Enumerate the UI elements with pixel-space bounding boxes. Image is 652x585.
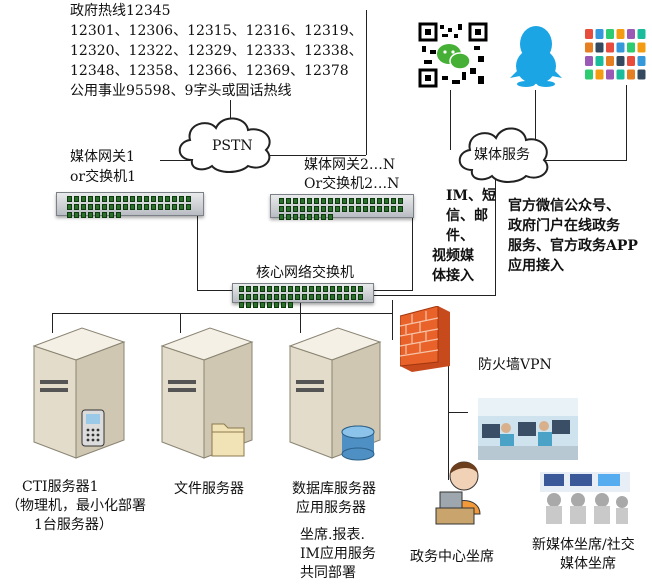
new-media-seat-label-2: 媒体坐席 — [560, 556, 616, 572]
im-access-line-2: 信、邮 — [446, 208, 488, 224]
db-note-1: 坐席.报表. — [300, 527, 365, 543]
hotline-line-3: 12320、12322、12329、12333、12338、 — [70, 43, 363, 59]
app-tile — [595, 29, 604, 39]
app-tile — [637, 42, 646, 53]
app-tile — [616, 69, 625, 80]
app-grid-icon — [585, 29, 646, 80]
app-tile — [585, 56, 593, 66]
gateway1-device — [56, 192, 204, 218]
gov-agent-icon — [435, 461, 481, 525]
db-server-label-2: 应用服务器 — [296, 500, 366, 516]
line-hotline-right — [366, 10, 367, 155]
im-access-line-4: 视频媒 — [432, 248, 474, 264]
line-apps-h — [545, 160, 627, 161]
cti-server-icon — [32, 327, 126, 459]
line-gw2-down — [412, 215, 413, 290]
cti-server-label-1: CTI服务器1 — [22, 479, 99, 495]
line-bus-file — [180, 313, 181, 333]
core-switch-device — [232, 283, 374, 308]
app-tile — [616, 56, 625, 66]
db-note-3: 共同部署 — [300, 565, 356, 581]
line-bus-db — [300, 313, 301, 333]
official-access-line-4: 应用接入 — [508, 258, 564, 274]
line-gw1-h — [197, 290, 233, 291]
app-tile — [585, 29, 593, 39]
gateway2-device — [270, 194, 414, 220]
line-server-bus — [52, 313, 392, 314]
pstn-label: PSTN — [212, 138, 253, 154]
line-qr-down — [450, 90, 451, 150]
im-access-line-5: 体接入 — [432, 268, 474, 284]
gateway2-label-2: Or交换机2…N — [304, 176, 400, 192]
file-server-icon — [160, 327, 254, 459]
app-tile — [627, 42, 635, 53]
app-tile — [637, 69, 646, 80]
new-media-seat-label-1: 新媒体坐席/社交 — [532, 537, 635, 553]
cti-server-label-2: （物理机，最小化部署 — [6, 498, 146, 514]
app-tile — [616, 42, 625, 53]
app-tile — [595, 69, 604, 80]
app-tile — [595, 42, 604, 53]
im-access-line-1: IM、短 — [446, 188, 497, 204]
app-tile — [606, 69, 614, 80]
app-tile — [585, 42, 593, 53]
line-pstn-to-gw1 — [160, 160, 190, 161]
official-access-line-2: 政府门户在线政务 — [508, 218, 620, 234]
call-center-photo — [478, 398, 578, 460]
app-tile — [616, 29, 625, 39]
db-note-2: IM应用服务 — [300, 546, 376, 562]
hotline-line-2: 12301、12306、12315、12316、12319、 — [70, 23, 363, 39]
app-tile — [595, 56, 604, 66]
hotline-line-4: 12348、12358、12366、12369、12378 — [70, 63, 349, 79]
app-tile — [606, 42, 614, 53]
im-access-line-3: 件、 — [446, 228, 474, 244]
app-tile — [637, 29, 646, 39]
db-server-icon — [288, 327, 382, 461]
hotline-line-5: 公用事业95598、9字头或固话热线 — [70, 83, 292, 99]
wechat-qr-icon — [418, 22, 488, 88]
gateway1-label-1: 媒体网关1 — [70, 149, 135, 165]
official-access-line-3: 服务、官方政务APP — [508, 238, 638, 254]
line-media-h — [372, 295, 496, 296]
core-switch-label: 核心网络交换机 — [256, 265, 354, 281]
line-gw1-down — [197, 215, 198, 290]
app-tile — [606, 29, 614, 39]
gov-center-seat-label: 政务中心坐席 — [410, 549, 494, 565]
app-tile — [627, 69, 635, 80]
line-gw2-h — [372, 290, 413, 291]
app-tile — [606, 56, 614, 66]
line-apps-down — [626, 85, 627, 160]
file-server-label: 文件服务器 — [174, 481, 244, 497]
db-server-label-1: 数据库服务器 — [292, 481, 376, 497]
app-tile — [627, 56, 635, 66]
app-tile — [627, 29, 635, 39]
pstn-cloud: PSTN — [178, 117, 271, 173]
line-fw-seat-h — [448, 412, 468, 413]
app-tile — [585, 69, 593, 80]
line-qq-down — [535, 90, 536, 140]
firewall-label: 防火墙VPN — [478, 357, 552, 373]
line-hotline-right-h — [268, 155, 366, 156]
gateway2-label-1: 媒体网关2…N — [304, 157, 396, 173]
firewall-icon — [400, 306, 450, 372]
line-bus-cti — [52, 313, 53, 333]
qq-penguin-icon — [510, 26, 562, 87]
official-access-line-1: 官方微信公众号、 — [508, 198, 620, 214]
gateway1-label-2: or交换机1 — [70, 169, 137, 185]
line-bus-fw — [392, 300, 393, 340]
app-tile — [637, 56, 646, 66]
line-fw-right — [448, 340, 449, 480]
line-hotline-to-pstn — [230, 100, 231, 130]
media-service-label: 媒体服务 — [474, 147, 530, 163]
new-media-seat-icon — [540, 472, 630, 524]
line-media-down — [495, 180, 496, 295]
media-service-cloud: 媒体服务 — [458, 127, 549, 183]
cti-server-label-3: 1台服务器） — [34, 517, 113, 533]
line-core-down — [300, 302, 301, 314]
hotline-line-1: 政府热线12345 — [70, 3, 171, 19]
